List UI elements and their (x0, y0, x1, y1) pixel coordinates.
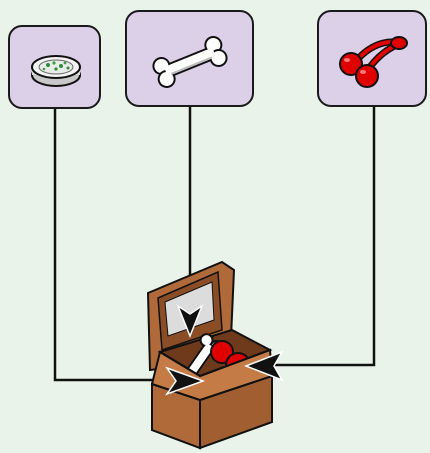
bone-icon (127, 12, 252, 105)
plate-icon (10, 27, 99, 107)
item-slot-bone[interactable] (125, 10, 254, 107)
arrow-down-icon (178, 306, 202, 336)
item-slot-cherries[interactable] (317, 10, 427, 107)
item-slot-plate[interactable] (8, 25, 101, 109)
box-with-items-icon (148, 262, 272, 448)
arrow-left-icon (246, 352, 282, 380)
arrow-right-icon (167, 368, 203, 394)
cherries-icon (319, 12, 425, 105)
